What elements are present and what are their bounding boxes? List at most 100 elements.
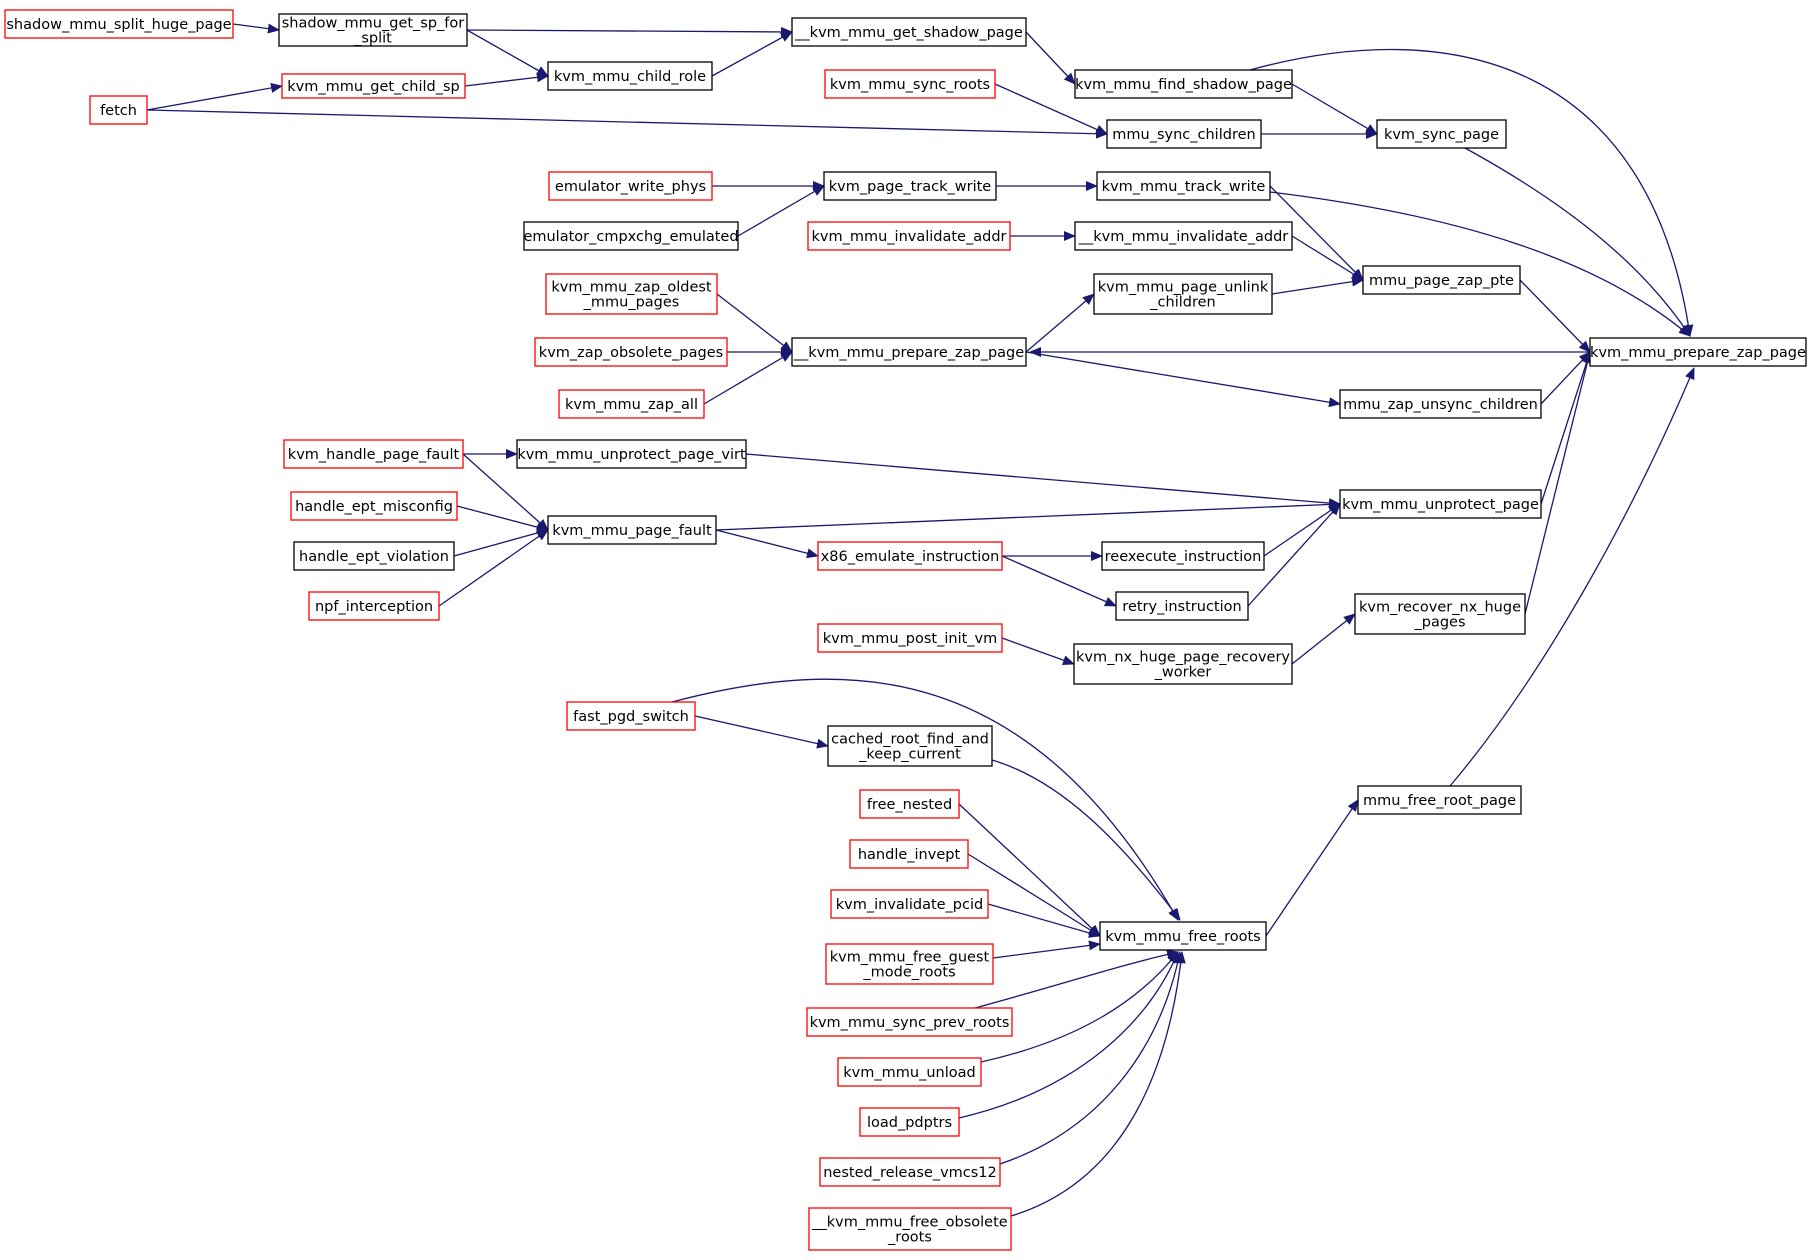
- node-label: kvm_nx_huge_page_recovery: [1076, 650, 1290, 666]
- node-fast-pgd[interactable]: fast_pgd_switch: [566, 701, 696, 731]
- node-box: [1073, 643, 1293, 685]
- edge-zap_unsync-to-target: [1540, 351, 1591, 405]
- nodes: kvm_mmu_prepare_zap_page __kvm_mmu_prepar…: [4, 9, 1807, 1251]
- node-label: kvm_mmu_unload: [843, 1065, 975, 1081]
- node-track-write[interactable]: kvm_mmu_track_write: [1096, 171, 1271, 201]
- edge-ept_misconfig-to-page_fault: [456, 505, 549, 533]
- node-npf[interactable]: npf_interception: [308, 591, 440, 621]
- node-free-root-page[interactable]: mmu_free_root_page: [1357, 785, 1522, 815]
- node-retry[interactable]: retry_instruction: [1115, 591, 1249, 621]
- node-invalidate-addr2[interactable]: __kvm_mmu_invalidate_addr: [1074, 221, 1293, 251]
- node-invalidate-addr[interactable]: kvm_mmu_invalidate_addr: [807, 221, 1011, 251]
- edge-npf-to-page_fault: [438, 529, 549, 607]
- edge-sync_roots-to-mmu_sync_children: [994, 83, 1108, 135]
- node-label: __kvm_mmu_get_shadow_page: [794, 25, 1023, 41]
- edge-page_fault-to-unprotect_page: [715, 499, 1341, 531]
- node-prep-zap[interactable]: __kvm_mmu_prepare_zap_page: [791, 337, 1027, 367]
- node-free-roots[interactable]: kvm_mmu_free_roots: [1099, 921, 1267, 951]
- node-cached-root[interactable]: cached_root_find_and_keep_current: [827, 725, 993, 767]
- edge-retry-to-unprotect_page: [1247, 503, 1341, 607]
- node-recover-nx[interactable]: kvm_recover_nx_huge_pages: [1354, 593, 1526, 635]
- node-child-role[interactable]: kvm_mmu_child_role: [547, 61, 713, 91]
- node-emu-cmpxchg[interactable]: emulator_cmpxchg_emulated: [523, 221, 739, 251]
- edge-prep_zap-to-zap_unsync: [1025, 351, 1341, 408]
- edge-fast_pgd-to-cached_root: [694, 715, 829, 749]
- node-zap-all[interactable]: kvm_mmu_zap_all: [558, 389, 705, 419]
- node-zap-pte[interactable]: mmu_page_zap_pte: [1362, 265, 1521, 295]
- edge-child_role-to-get_shadow: [711, 31, 793, 77]
- node-page-fault[interactable]: kvm_mmu_page_fault: [547, 515, 717, 545]
- node-box: [859, 1107, 960, 1137]
- node-box: [1339, 389, 1542, 419]
- edge-free_guest_mode-to-free_roots: [992, 940, 1101, 959]
- node-reexecute[interactable]: reexecute_instruction: [1101, 541, 1265, 571]
- node-unprotect-page[interactable]: kvm_mmu_unprotect_page: [1339, 489, 1542, 519]
- node-x86-emulate[interactable]: x86_emulate_instruction: [817, 541, 1003, 571]
- node-label: _roots: [887, 1230, 932, 1246]
- node-sp-for-split[interactable]: shadow_mmu_get_sp_for_split: [278, 13, 468, 47]
- node-zap-unsync[interactable]: mmu_zap_unsync_children: [1339, 389, 1542, 419]
- node-target[interactable]: kvm_mmu_prepare_zap_page: [1589, 337, 1807, 367]
- edge-prep_zap-to-unlink_children: [1025, 293, 1095, 353]
- node-zap-oldest[interactable]: kvm_mmu_zap_oldest_mmu_pages: [545, 273, 718, 315]
- node-split-huge[interactable]: shadow_mmu_split_huge_page: [4, 9, 234, 39]
- edge-split_huge-to-sp_for_split: [232, 23, 280, 34]
- node-label: kvm_zap_obsolete_pages: [539, 345, 723, 361]
- node-get-child-sp[interactable]: kvm_mmu_get_child_sp: [281, 73, 466, 99]
- edge-load_pdptrs-to-free_roots: [958, 951, 1179, 1119]
- node-free-obsolete[interactable]: __kvm_mmu_free_obsolete_roots: [808, 1207, 1012, 1251]
- node-label: kvm_mmu_post_init_vm: [823, 631, 998, 647]
- node-unload[interactable]: kvm_mmu_unload: [837, 1057, 982, 1087]
- node-unprotect-virt[interactable]: kvm_mmu_unprotect_page_virt: [516, 439, 747, 469]
- node-label: cached_root_find_and: [831, 732, 989, 748]
- node-box: [859, 789, 960, 819]
- node-box: [806, 1007, 1013, 1037]
- node-page-track-write[interactable]: kvm_page_track_write: [823, 171, 997, 201]
- node-box: [1357, 785, 1522, 815]
- edge-zap_pte-to-target: [1519, 279, 1591, 353]
- node-label: npf_interception: [315, 599, 433, 615]
- node-box: [523, 221, 739, 251]
- node-unlink-children[interactable]: kvm_mmu_page_unlink_children: [1093, 273, 1273, 315]
- node-sync-page[interactable]: kvm_sync_page: [1376, 119, 1507, 149]
- node-handle-invept[interactable]: handle_invept: [849, 839, 969, 869]
- node-label: kvm_mmu_free_roots: [1105, 929, 1261, 945]
- node-post-init[interactable]: kvm_mmu_post_init_vm: [817, 623, 1003, 653]
- node-label: shadow_mmu_split_huge_page: [6, 17, 231, 33]
- node-label: kvm_mmu_find_shadow_page: [1075, 77, 1292, 93]
- node-box: [817, 541, 1003, 571]
- node-emu-write-phys[interactable]: emulator_write_phys: [548, 171, 713, 201]
- node-nested-release[interactable]: nested_release_vmcs12: [819, 1157, 1001, 1187]
- node-box: [1376, 119, 1507, 149]
- node-nx-worker[interactable]: kvm_nx_huge_page_recovery_worker: [1073, 643, 1293, 685]
- node-sync-roots[interactable]: kvm_mmu_sync_roots: [824, 69, 996, 99]
- node-box: [1074, 69, 1293, 99]
- node-label: kvm_mmu_child_role: [554, 69, 706, 85]
- node-label: kvm_mmu_prepare_zap_page: [1590, 345, 1806, 361]
- node-load-pdptrs[interactable]: load_pdptrs: [859, 1107, 960, 1137]
- node-free-guest-mode[interactable]: kvm_mmu_free_guest_mode_roots: [825, 943, 994, 985]
- node-fetch[interactable]: fetch: [89, 95, 148, 125]
- edge-free_nested-to-free_roots: [958, 803, 1101, 937]
- node-zap-obsolete[interactable]: kvm_zap_obsolete_pages: [534, 337, 728, 367]
- node-ept-violation[interactable]: handle_ept_violation: [293, 541, 455, 571]
- node-find-shadow[interactable]: kvm_mmu_find_shadow_page: [1074, 69, 1293, 99]
- node-invalidate-pcid[interactable]: kvm_invalidate_pcid: [830, 889, 989, 919]
- node-box: [808, 1207, 1012, 1251]
- edge-free_roots-to-free_root_page: [1265, 799, 1359, 937]
- node-get-shadow[interactable]: __kvm_mmu_get_shadow_page: [791, 17, 1027, 47]
- node-ept-misconfig[interactable]: handle_ept_misconfig: [290, 491, 458, 521]
- node-box: [547, 61, 713, 91]
- node-box: [1362, 265, 1521, 295]
- node-box: [566, 701, 696, 731]
- node-handle-pf[interactable]: kvm_handle_page_fault: [283, 439, 464, 469]
- node-mmu-sync-children[interactable]: mmu_sync_children: [1106, 119, 1262, 149]
- node-box: [849, 839, 969, 869]
- node-box: [1106, 119, 1262, 149]
- node-free-nested[interactable]: free_nested: [859, 789, 960, 819]
- node-label: retry_instruction: [1122, 599, 1241, 615]
- node-sync-prev-roots[interactable]: kvm_mmu_sync_prev_roots: [806, 1007, 1013, 1037]
- node-label: fast_pgd_switch: [573, 709, 689, 725]
- edge-page_fault-to-x86_emulate: [715, 529, 819, 559]
